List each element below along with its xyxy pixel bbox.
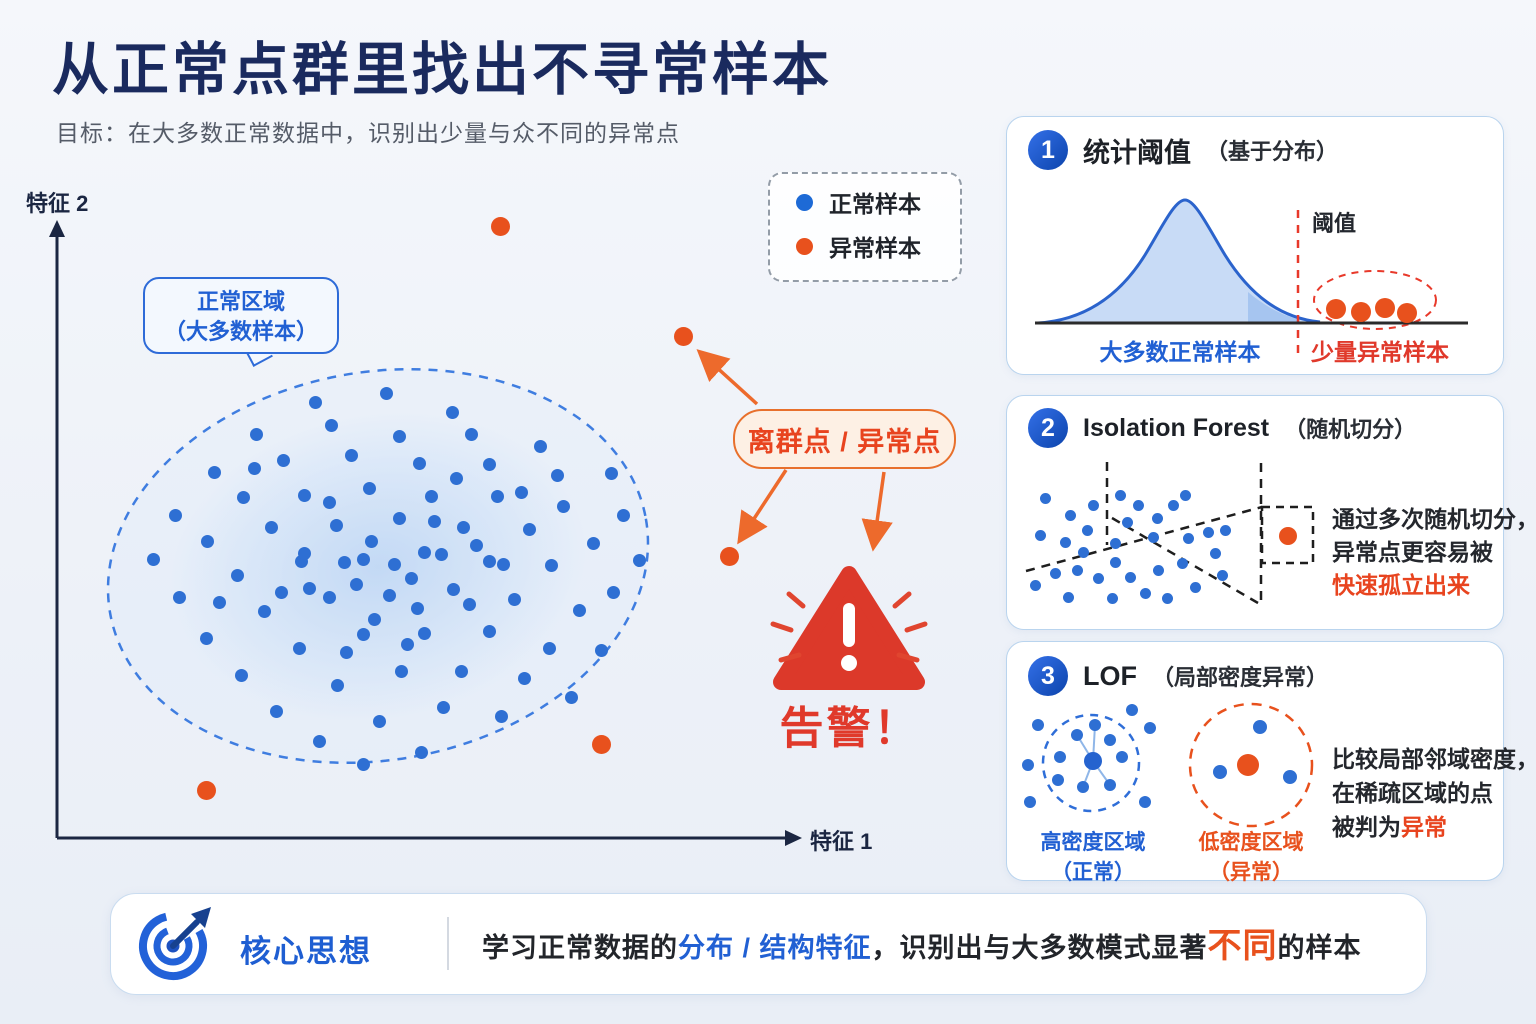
core-idea-sentence-part: ，识别出与大多数模式显著 [871,933,1208,963]
cluster-outlier-dot [490,216,510,236]
bubble-line1: 正常区域 [196,289,285,314]
card1-caption-anomaly: 少量异常样本 [1311,339,1449,365]
card3-number-badge: 3 [1028,656,1068,696]
core-idea-sentence-part: 分布 / 结构特征 [678,933,872,963]
card3-desc-line3-prefix: 被判为 [1332,814,1401,840]
card2-desc-highlight: 快速孤立出来 [1332,572,1470,598]
card2-subtitle: （随机切分） [1284,417,1417,442]
cluster-outlier-dot [196,780,216,800]
core-idea-sentence-part: 不同 [1207,927,1278,965]
core-idea-bar [110,893,1427,995]
page-title: 从正常点群里找出不寻常样本 [52,38,832,102]
legend-anomaly-label: 异常样本 [829,235,921,261]
card3-desc-line3-highlight: 异常 [1401,814,1447,840]
legend-item-normal: 正常样本 [770,180,960,224]
card2-number-badge: 2 [1028,408,1068,448]
card3-title: LOF [1083,660,1137,691]
threshold-label: 阈值 [1312,211,1357,236]
card1-caption-normal: 大多数正常样本 [1099,339,1261,365]
card2-desc-line1: 通过多次随机切分， [1332,506,1536,532]
core-idea-sentence-part: 学习正常数据的 [482,933,678,963]
card3-header: 3 LOF （局部密度异常） [1028,656,1328,696]
card3-subtitle: （局部密度异常） [1152,665,1329,690]
card1-header: 1 统计阈值 （基于分布） [1028,130,1338,170]
bubble-line2: （大多数样本） [163,318,318,344]
dense-region-label: 高密度区域 [1040,831,1146,854]
target-icon [139,907,211,980]
card2-header: 2 Isolation Forest （随机切分） [1028,408,1416,448]
normal-region-bubble: 正常区域 （大多数样本） [143,277,339,355]
cluster-outlier-dot [591,734,611,754]
card2-title: Isolation Forest [1083,413,1270,442]
legend-item-anomaly: 异常样本 [770,224,960,268]
card2-desc-line2: 异常点更容易被 [1332,539,1493,565]
core-idea-sentence: 学习正常数据的分布 / 结构特征，识别出与大多数模式显著不同的样本 [482,918,1362,970]
cluster-normal-dot [564,690,578,704]
x-axis-label: 特征 1 [810,829,873,854]
sparse-region-sublabel: （异常） [1209,861,1293,884]
y-axis-arrowhead [49,220,65,237]
core-idea-label: 核心思想 [240,934,372,969]
sparse-region-label: 低密度区域 [1198,831,1304,854]
core-idea-sentence-part: 的样本 [1277,933,1362,963]
cluster-outlier-dot [673,326,693,346]
legend-box: 正常样本 异常样本 [768,172,962,282]
y-axis-label: 特征 2 [26,191,89,216]
anomaly-sample-dot-icon [796,237,813,255]
alert-rays [770,591,928,663]
page-subtitle: 目标：在大多数正常数据中，识别出少量与众不同的异常点 [56,120,680,146]
card1-number-badge: 1 [1028,130,1068,170]
alert-label: 告警！ [779,704,921,753]
warning-triangle-icon [770,566,928,690]
card1-title: 统计阈值 [1083,137,1191,168]
x-axis-arrowhead [785,830,802,846]
outlier-pill: 离群点 / 异常点 [733,409,956,469]
card3-desc-line1: 比较局部邻域密度， [1332,746,1536,772]
normal-region-glow [78,328,678,806]
legend-normal-label: 正常样本 [829,191,921,217]
card3-desc-line3: 被判为异常 [1332,808,1447,842]
card1-subtitle: （基于分布） [1206,139,1339,164]
dense-region-sublabel: （正常） [1051,861,1135,884]
card3-desc-line2: 在稀疏区域的点 [1332,780,1493,806]
footer-divider [447,917,449,970]
cluster-outlier-dot [719,546,739,566]
outlier-pill-label: 离群点 / 异常点 [747,426,942,457]
normal-sample-dot-icon [796,193,813,211]
